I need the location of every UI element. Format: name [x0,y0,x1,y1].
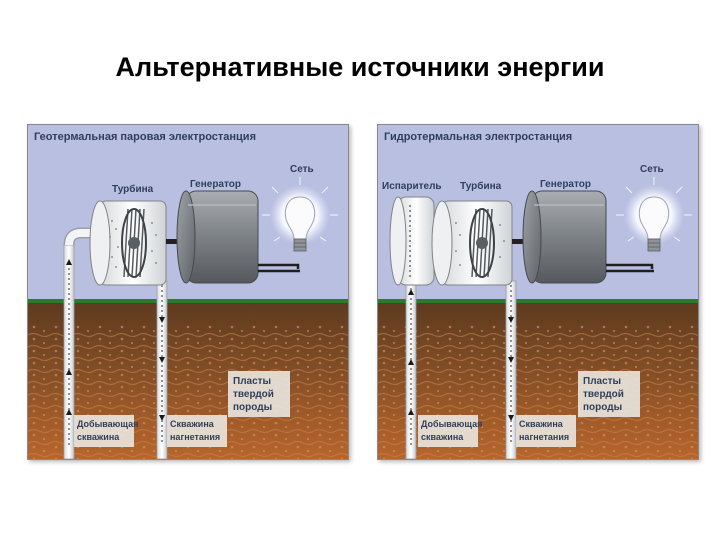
generator-label: Генератор [190,179,241,190]
generator [522,190,607,284]
generator-label: Генератор [540,179,591,190]
production-well-label-line: Добывающая [421,419,482,429]
injection-well-label-box: Скважина нагнетания [516,415,576,447]
panel-title: Геотермальная паровая электростанция [34,131,256,143]
layers-label-line: породы [583,402,622,413]
panel-title: Гидротермальная электростанция [384,131,572,143]
grass-line [28,299,348,303]
turbine-label: Турбина [460,180,502,192]
layers-label-line: Пласты [233,376,271,387]
layers-label-box: Пласты твердой породы [228,371,290,417]
injection-well-label-line: нагнетания [519,432,569,442]
geothermal-diagram: Геотермальная паровая электростанция [27,124,349,460]
turbine-label: Турбина [112,183,154,195]
evaporator [389,196,435,286]
production-well [63,227,100,459]
hydrothermal-diagram: Гидротермальная электростанция [377,124,699,460]
injection-well-label-line: нагнетания [170,432,220,442]
layers-label-box: Пласты твердой породы [578,371,640,417]
lamp [616,177,692,252]
layers-label-line: Пласты [583,376,621,387]
injection-well [156,280,168,459]
lamp [262,177,338,252]
production-well-label-box: Добывающая скважина [74,415,138,447]
cable [606,263,654,269]
injection-well [505,280,517,459]
layers-label-line: твердой [583,389,624,400]
evaporator-label: Испаритель [382,181,442,192]
network-label: Сеть [640,164,664,175]
production-well [405,274,417,459]
injection-well-label-line: Скважина [170,419,215,429]
turbine [89,200,167,286]
slide-title: Альтернативные источники энергии [115,52,605,82]
layers-label-line: твердой [233,389,274,400]
production-well-label-line: скважина [77,432,120,442]
generator [176,190,259,284]
production-well-label-line: Добывающая [77,419,138,429]
layers-label-line: породы [233,402,272,413]
injection-well-label-line: Скважина [519,419,564,429]
network-label: Сеть [290,164,314,175]
grass-line [378,299,698,303]
injection-well-label-box: Скважина нагнетания [167,415,227,447]
cable [258,263,300,269]
turbine [431,200,513,286]
production-well-label-box: Добывающая скважина [418,415,482,447]
production-well-label-line: скважина [421,432,464,442]
